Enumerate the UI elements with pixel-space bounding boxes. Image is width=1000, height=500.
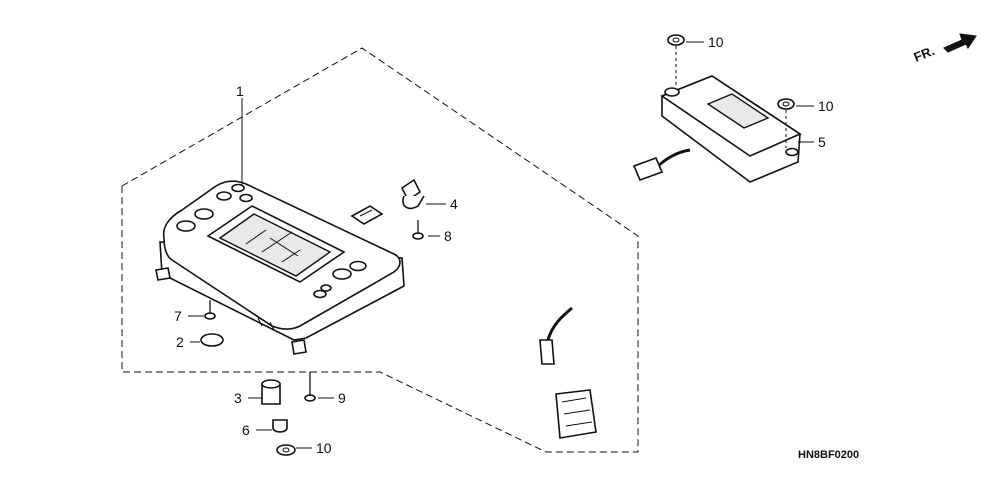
callout-3: 3: [234, 390, 242, 406]
callout-10-upper: 10: [708, 34, 724, 50]
front-direction-indicator: FR.: [912, 33, 977, 65]
callout-4: 4: [450, 196, 458, 212]
screw-part-8: [412, 220, 424, 240]
callout-8: 8: [444, 228, 452, 244]
callout-5: 5: [818, 134, 826, 150]
cap-part-2: [200, 333, 224, 347]
assembly-boundary: [121, 47, 639, 453]
wire-harness: [321, 140, 597, 439]
nut-part-10-upper: [667, 34, 685, 46]
drawing-code: HN8BF0200: [798, 449, 859, 461]
front-label: FR.: [912, 43, 937, 65]
callout-1: 1: [236, 83, 244, 99]
callout-labels: 1 2 3 4 5 6 7 8 9 10 10 10: [174, 34, 834, 456]
grommet-part-3: [261, 379, 281, 405]
control-unit-part-5: [632, 75, 802, 183]
callout-10-mid: 10: [818, 98, 834, 114]
screw-part-7: [204, 300, 216, 320]
front-arrow-icon: [943, 33, 977, 53]
callout-7: 7: [174, 308, 182, 324]
callout-6: 6: [242, 422, 250, 438]
callout-2: 2: [176, 334, 184, 350]
clamp-part-4: [400, 178, 425, 210]
meter-assembly: [155, 180, 405, 355]
callout-9: 9: [338, 390, 346, 406]
nut-part-10-lower: [276, 444, 296, 456]
leader-lines: [188, 41, 814, 449]
collar-part-6: [272, 419, 288, 433]
nut-part-10-mid: [777, 98, 795, 110]
callout-10-lower: 10: [316, 440, 332, 456]
screw-part-9: [304, 372, 316, 402]
